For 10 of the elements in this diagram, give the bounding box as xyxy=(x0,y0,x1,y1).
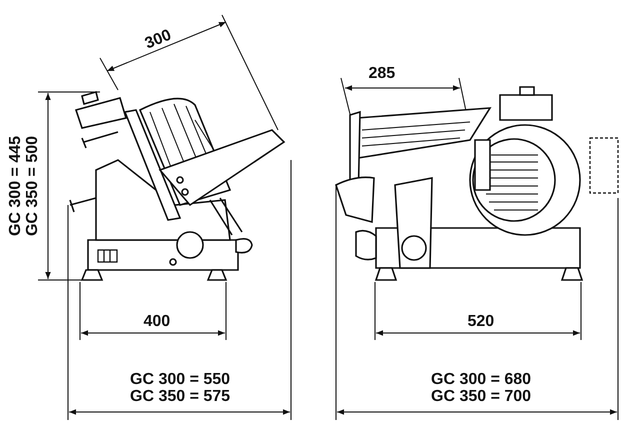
dimension-label: 300 xyxy=(142,28,174,52)
dimension-label: 285 xyxy=(368,66,396,82)
dimension-label: GC 300 = 680 xyxy=(431,372,532,388)
dimension-label: GC 350 = 500 xyxy=(25,136,42,236)
dimension-label: 400 xyxy=(144,314,170,330)
dimension-label: 520 xyxy=(468,314,494,330)
dimension-label: GC 350 = 700 xyxy=(431,389,532,405)
dimension-label: GC 350 = 575 xyxy=(130,389,230,405)
dimension-label: GC 300 = 445 xyxy=(8,136,24,236)
dimension-label: GC 300 = 550 xyxy=(130,372,230,388)
